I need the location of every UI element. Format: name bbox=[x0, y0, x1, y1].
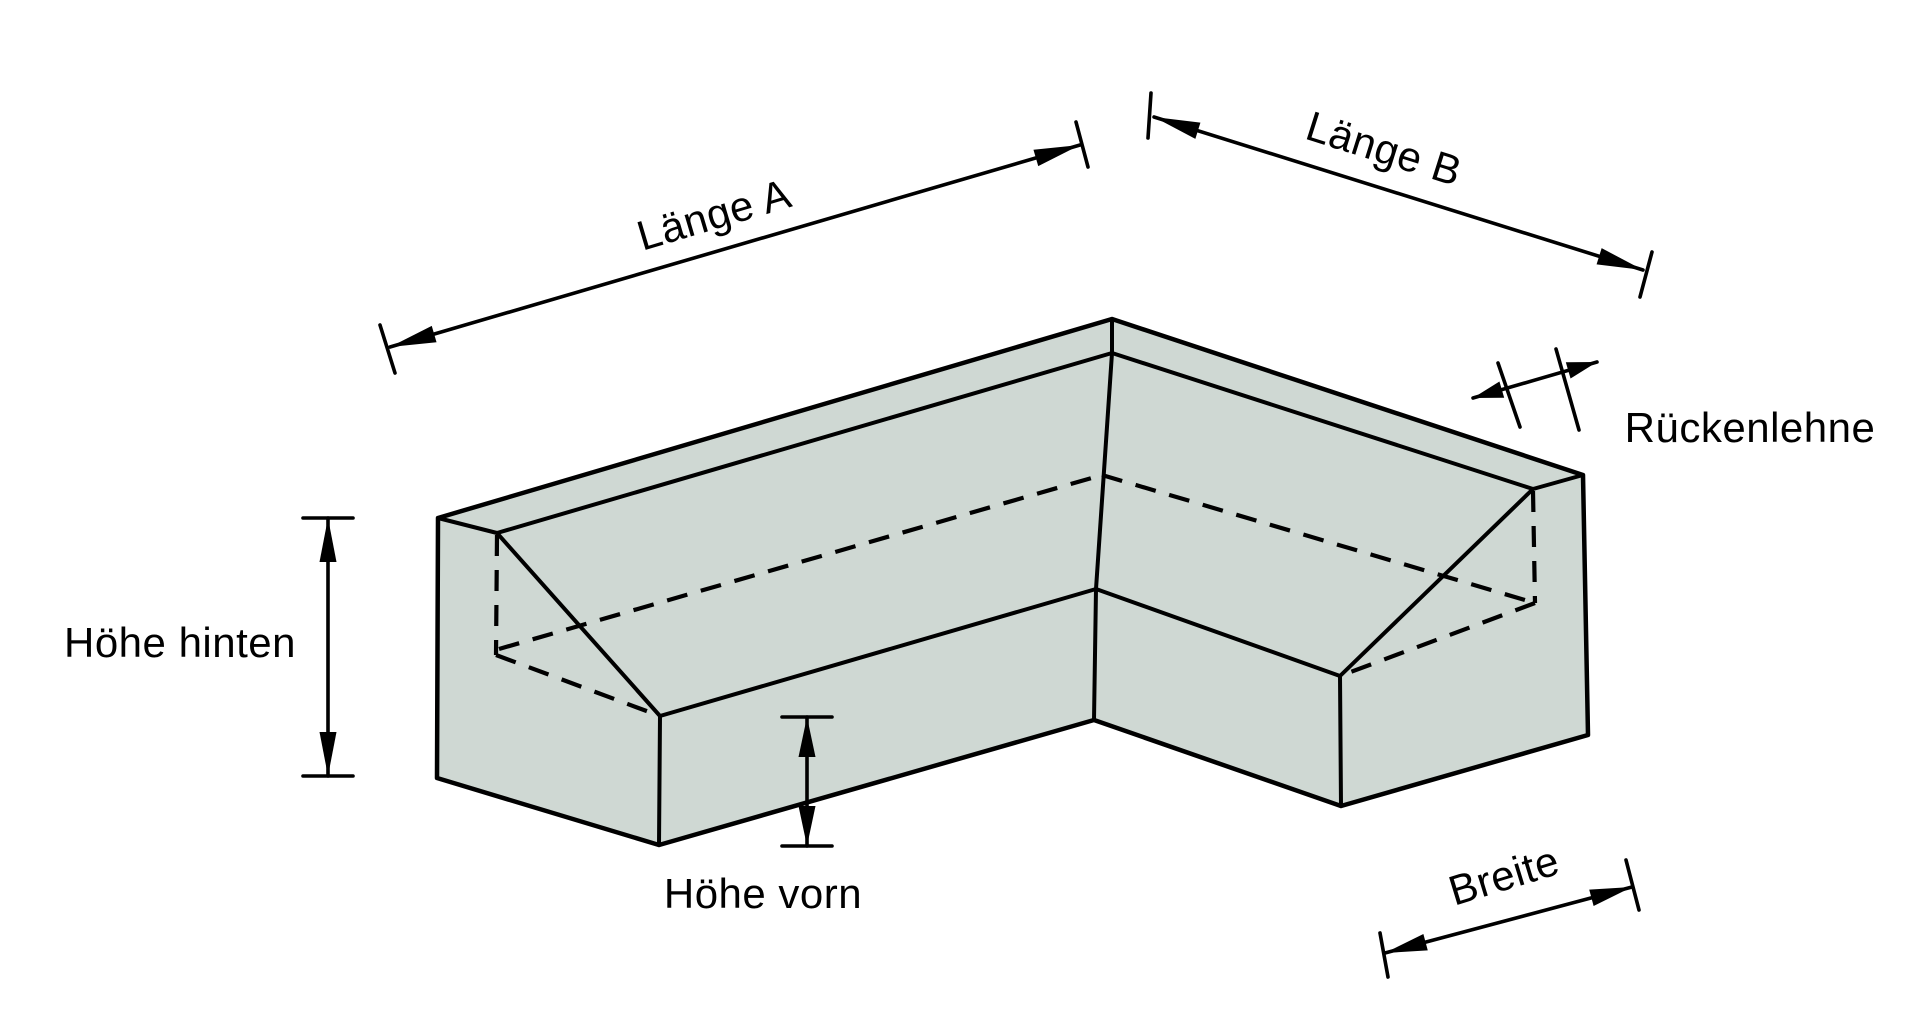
sofa-edge bbox=[1338, 674, 1343, 808]
sofa-hidden-edge bbox=[495, 653, 661, 718]
dimension-arrowhead-laenge-b bbox=[1154, 117, 1201, 139]
dimension-arrowhead-laenge-a bbox=[390, 325, 437, 347]
sofa-edge bbox=[658, 587, 1098, 718]
dimension-arrowhead-rueckenlehne bbox=[1565, 362, 1597, 379]
dimension-arrowhead-breite bbox=[1385, 933, 1428, 953]
dimension-tick-laenge-b bbox=[1146, 91, 1153, 140]
sofa-hidden-edge bbox=[493, 534, 500, 656]
dimension-tick-laenge-a bbox=[378, 323, 397, 375]
dimension-line-laenge-b bbox=[1152, 115, 1645, 272]
sofa-body-silhouette bbox=[434, 316, 1591, 848]
sofa-edge bbox=[1338, 487, 1535, 678]
dimension-tick-laenge-b bbox=[1638, 250, 1654, 299]
dimension-tick-rueckenlehne bbox=[1554, 347, 1581, 432]
dimension-arrowhead-rueckenlehne bbox=[1473, 381, 1505, 398]
dimension-arrowhead-hoehe-vorn bbox=[798, 717, 816, 757]
sofa-hidden-edge bbox=[1101, 472, 1536, 606]
sofa-edge bbox=[1094, 351, 1114, 591]
sofa-edge bbox=[1094, 587, 1342, 678]
dimension-arrowhead-breite bbox=[1589, 887, 1632, 907]
dimension-arrowhead-hoehe-hinten bbox=[319, 518, 337, 562]
dimension-arrowhead-hoehe-vorn bbox=[798, 806, 816, 846]
sofa-edge bbox=[1092, 587, 1098, 722]
sofa-edge bbox=[1110, 351, 1535, 491]
dimension-line-breite bbox=[1383, 885, 1634, 955]
dimension-label-hoehe-vorn: Höhe vorn bbox=[663, 870, 863, 917]
dimension-arrowhead-laenge-b bbox=[1596, 248, 1643, 270]
sofa-edge bbox=[436, 516, 499, 535]
dimension-tick-breite bbox=[1378, 931, 1390, 979]
sofa-hidden-edge bbox=[1530, 490, 1538, 604]
sofa-edge bbox=[657, 714, 662, 847]
dimension-arrowhead-laenge-a bbox=[1033, 145, 1080, 167]
dimension-tick-breite bbox=[1624, 858, 1641, 912]
sofa-edge bbox=[1531, 473, 1585, 491]
sofa-edge bbox=[495, 351, 1114, 535]
dimension-arrowhead-hoehe-hinten bbox=[319, 732, 337, 776]
dimension-tick-rueckenlehne bbox=[1496, 361, 1522, 429]
dimension-label-hoehe-hinten: Höhe hinten bbox=[63, 619, 297, 666]
dimension-tick-laenge-a bbox=[1074, 120, 1090, 169]
dimension-label-rueckenlehne: Rückenlehne bbox=[1624, 404, 1876, 451]
dimension-line-laenge-a bbox=[388, 143, 1082, 349]
